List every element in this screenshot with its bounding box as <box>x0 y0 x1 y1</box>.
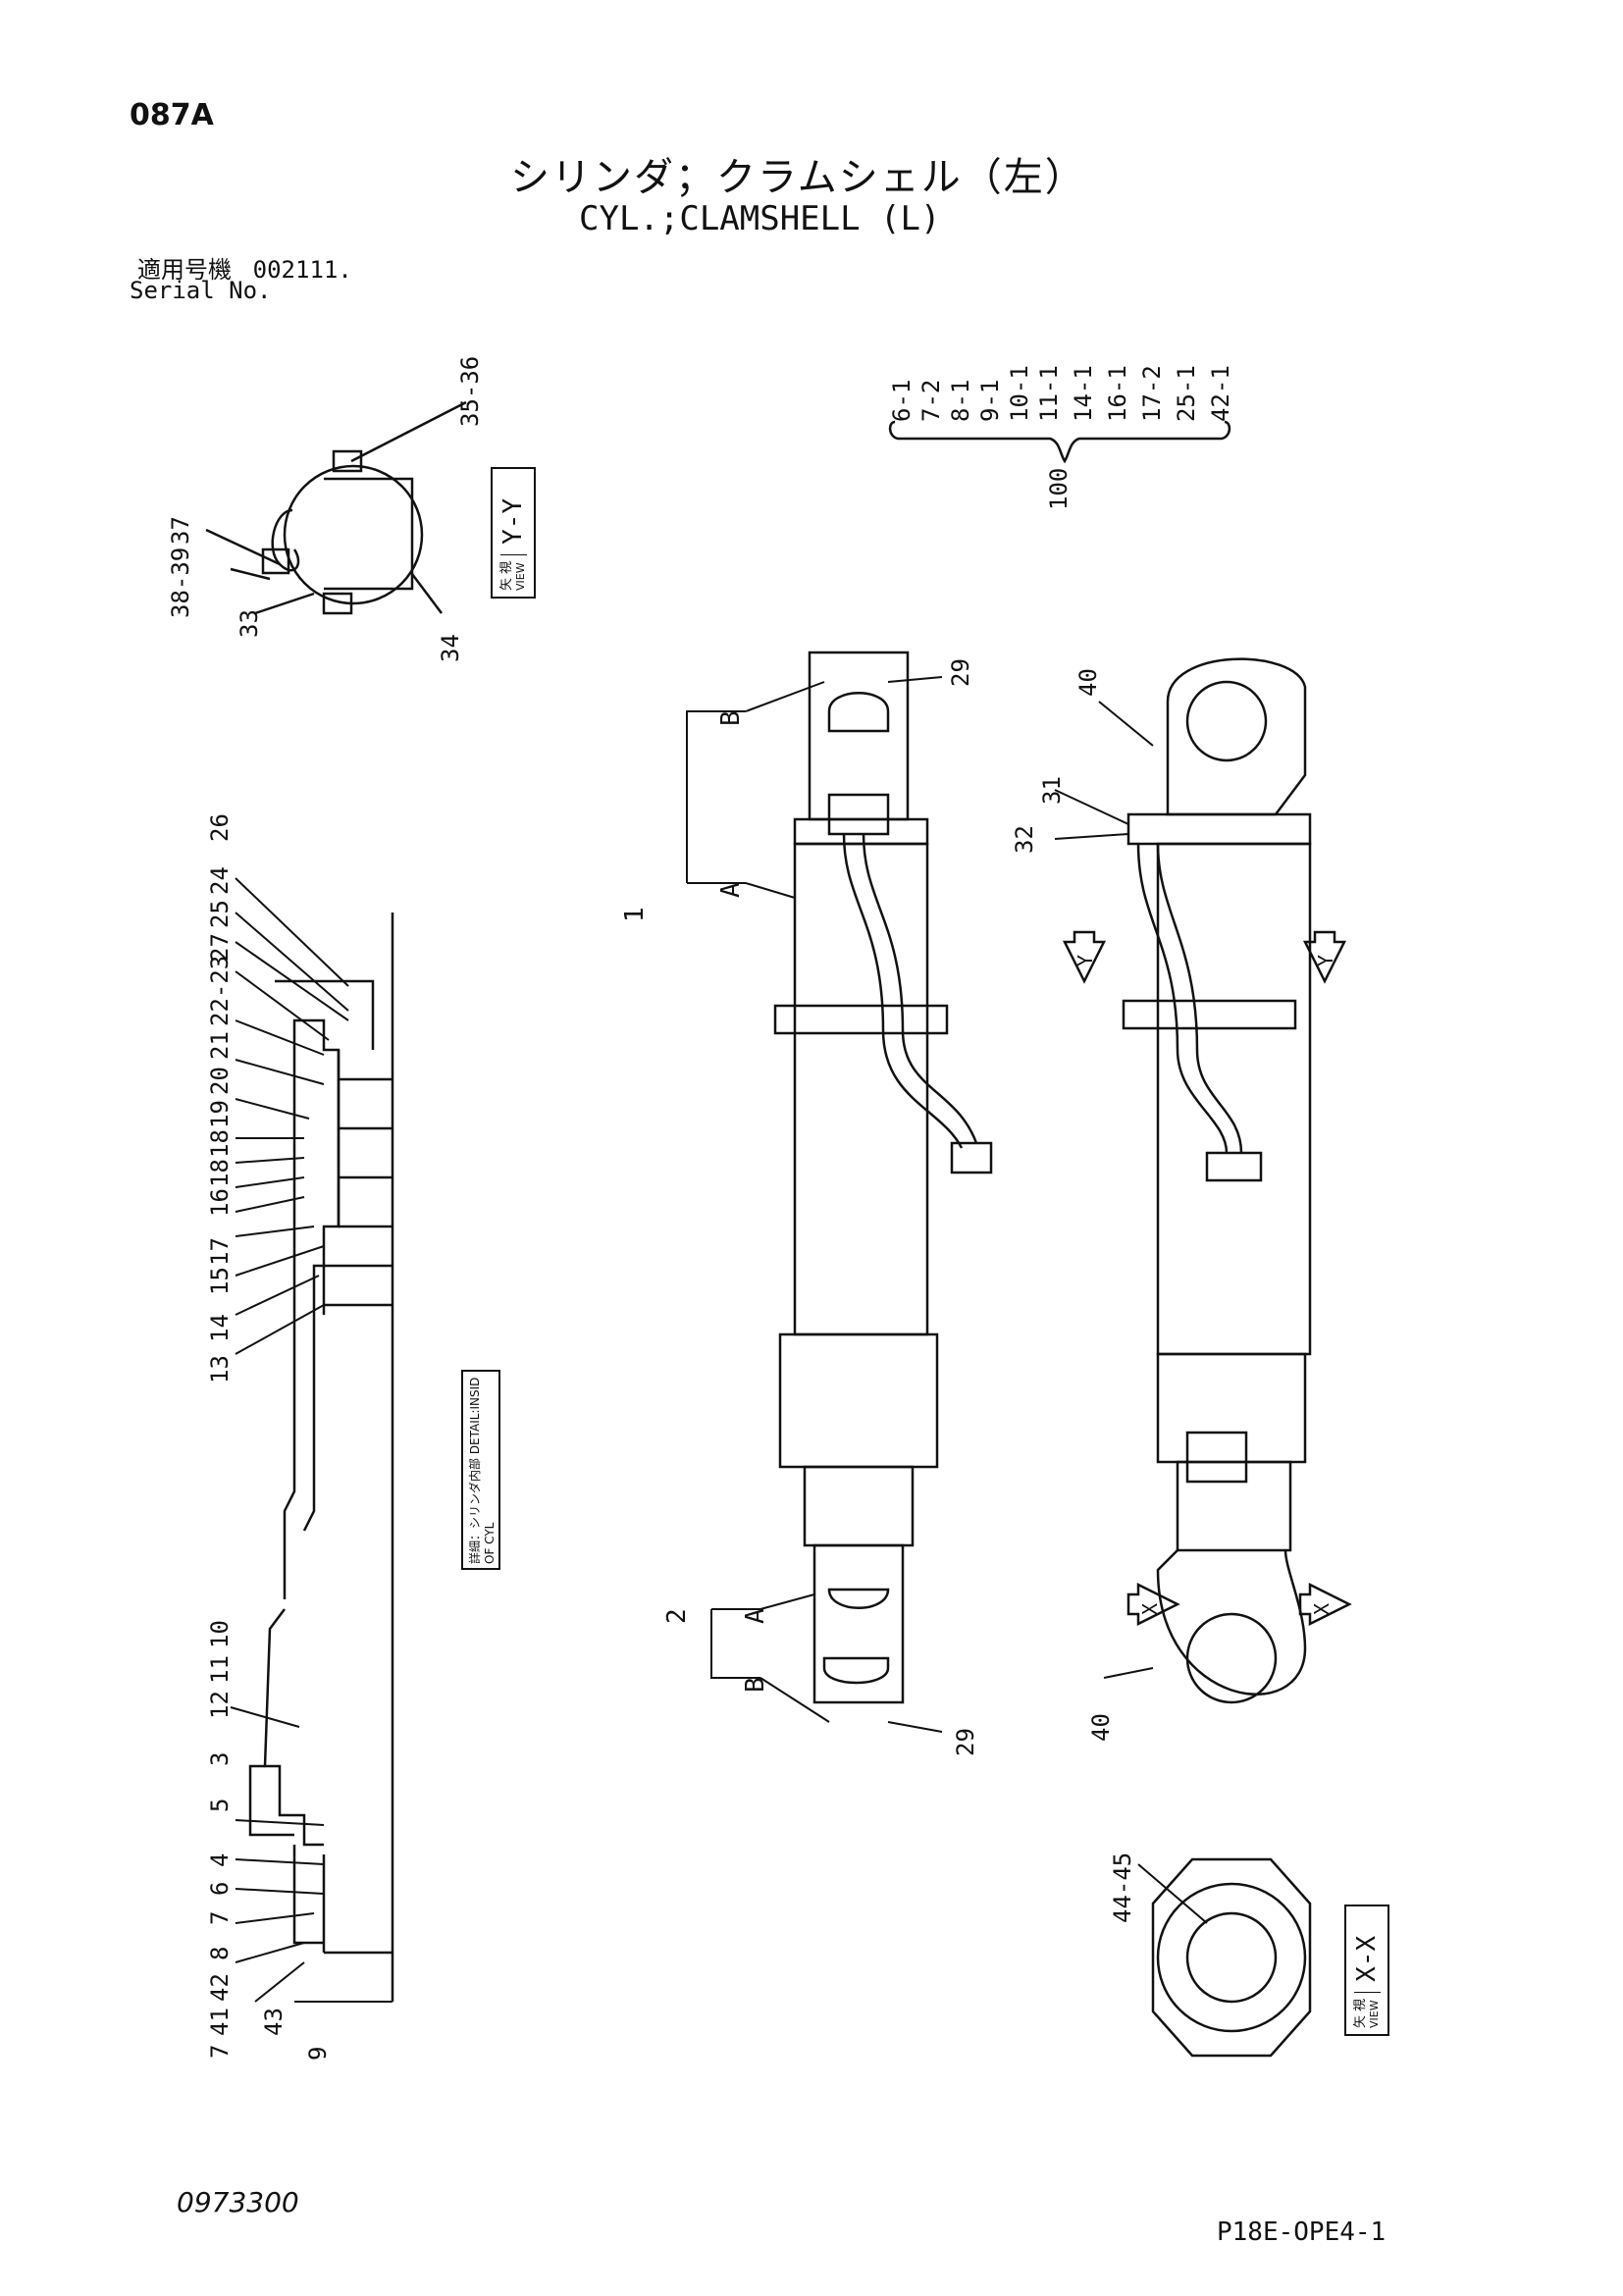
callout: 41 <box>206 2008 234 2036</box>
y-view-letter: Y-Y <box>498 497 528 545</box>
callout: A <box>741 1608 770 1624</box>
callout: 24 <box>206 866 234 895</box>
x-view-label: 矢 視 VIEW <box>1352 1991 1381 2034</box>
drawing-number: 0973300 <box>177 2186 299 2218</box>
callout: 20 <box>206 1067 234 1095</box>
y-view-label: 矢 視 VIEW <box>498 553 527 597</box>
arrow-letter: Y <box>1073 954 1097 966</box>
page-code: 087A <box>130 98 214 132</box>
callout: 18 <box>206 1129 234 1158</box>
callout: 7 <box>206 1910 234 1925</box>
callout: 38-39 <box>167 547 194 618</box>
serial-label-en: Serial No. <box>130 277 272 304</box>
cylinder-side-view <box>1122 657 1312 1704</box>
callout: 16 <box>206 1188 234 1217</box>
kit-part: 16-1 <box>1104 365 1131 422</box>
callout: 26 <box>206 813 234 842</box>
callout: B <box>716 710 746 726</box>
page-title-jp: シリンダ；クラムシェル（左） <box>510 155 1086 200</box>
callout: 14 <box>206 1314 234 1342</box>
callout: 32 <box>1011 825 1038 854</box>
callout: 17 <box>206 1237 234 1266</box>
callout: 40 <box>1087 1713 1115 1742</box>
callout: 21 <box>206 1031 234 1060</box>
callout: 3 <box>206 1751 234 1766</box>
callout: 10 <box>206 1620 234 1648</box>
kit-part: 7-2 <box>917 379 945 422</box>
callout: 40 <box>1074 668 1102 697</box>
callout: 25 <box>206 900 234 928</box>
y-view-section <box>205 400 467 615</box>
callout: 8 <box>206 1946 234 1960</box>
serial-value: 002111. <box>252 256 352 284</box>
kit-part: 10-1 <box>1006 365 1033 422</box>
section-arrows <box>1062 930 1352 1627</box>
y-view-en: VIEW <box>513 562 527 591</box>
callout: 4 <box>206 1852 234 1867</box>
x-view-letter: X-X <box>1352 1935 1382 1982</box>
callout: 1 <box>620 907 650 922</box>
callout: 29 <box>947 658 974 687</box>
callout: 5 <box>206 1798 234 1812</box>
serial-label-jp-text: 適用号機 <box>137 256 232 284</box>
callout: 43 <box>260 2008 288 2036</box>
kit-part: 6-1 <box>888 379 916 422</box>
x-view-en: VIEW <box>1367 2000 1381 2028</box>
kit-label: 100 <box>1045 467 1073 510</box>
kit-part: 14-1 <box>1070 365 1097 422</box>
callout: 33 <box>236 609 263 638</box>
side-callout-leaders <box>1054 701 1208 1924</box>
callout: 44-45 <box>1109 1852 1136 1923</box>
callout: 9 <box>304 2046 332 2061</box>
callout: 31 <box>1038 776 1066 805</box>
page-reference: P18E-OPE4-1 <box>1217 2218 1387 2247</box>
callout: 22-23 <box>206 955 234 1026</box>
kit-brace <box>888 420 1231 464</box>
callout: 42 <box>206 1973 234 2002</box>
callout: 37 <box>167 516 194 545</box>
callout: 19 <box>206 1100 234 1128</box>
callout: 29 <box>952 1728 979 1756</box>
kit-part: 25-1 <box>1173 365 1200 422</box>
detail-cylinder-interior <box>230 877 394 2003</box>
callout: 12 <box>206 1691 234 1719</box>
page-title-en: CYL.;CLAMSHELL (L) <box>579 199 941 238</box>
front-callout-leaders <box>686 676 943 1733</box>
callout: 18 <box>206 1159 234 1187</box>
x-view-box: 矢 視 VIEW X-X <box>1344 1905 1389 2036</box>
kit-part: 17-2 <box>1138 365 1166 422</box>
kit-part: 11-1 <box>1035 365 1063 422</box>
callout: 6 <box>206 1881 234 1896</box>
cylinder-front-view <box>773 651 993 1704</box>
y-view-box: 矢 視 VIEW Y-Y <box>491 467 536 599</box>
callout: A <box>716 882 746 898</box>
x-view-jp: 矢 視 <box>1352 1998 1368 2028</box>
callout: 2 <box>662 1608 692 1624</box>
detail-box: 詳細：シリンダ内部 DETAIL:INSID OF CYL <box>461 1370 500 1570</box>
y-view-jp: 矢 視 <box>498 560 514 591</box>
arrow-letter: Y <box>1314 954 1337 966</box>
kit-part: 42-1 <box>1207 365 1234 422</box>
callout: 7 <box>206 2044 234 2059</box>
callout: 15 <box>206 1267 234 1295</box>
arrow-letter: X <box>1138 1602 1162 1615</box>
kit-part: 8-1 <box>947 379 974 422</box>
serial-label-jp: 適用号機 002111. <box>137 250 352 285</box>
callout: 35-36 <box>456 355 484 427</box>
callout: 13 <box>206 1355 234 1383</box>
kit-part: 9-1 <box>976 379 1004 422</box>
detail-text: 詳細：シリンダ内部 DETAIL:INSID OF CYL <box>467 1377 497 1564</box>
callout: 34 <box>437 634 464 662</box>
arrow-letter: X <box>1310 1602 1334 1615</box>
callout: 11 <box>206 1655 234 1684</box>
callout: B <box>741 1677 770 1693</box>
x-view-section <box>1151 1857 1312 2058</box>
